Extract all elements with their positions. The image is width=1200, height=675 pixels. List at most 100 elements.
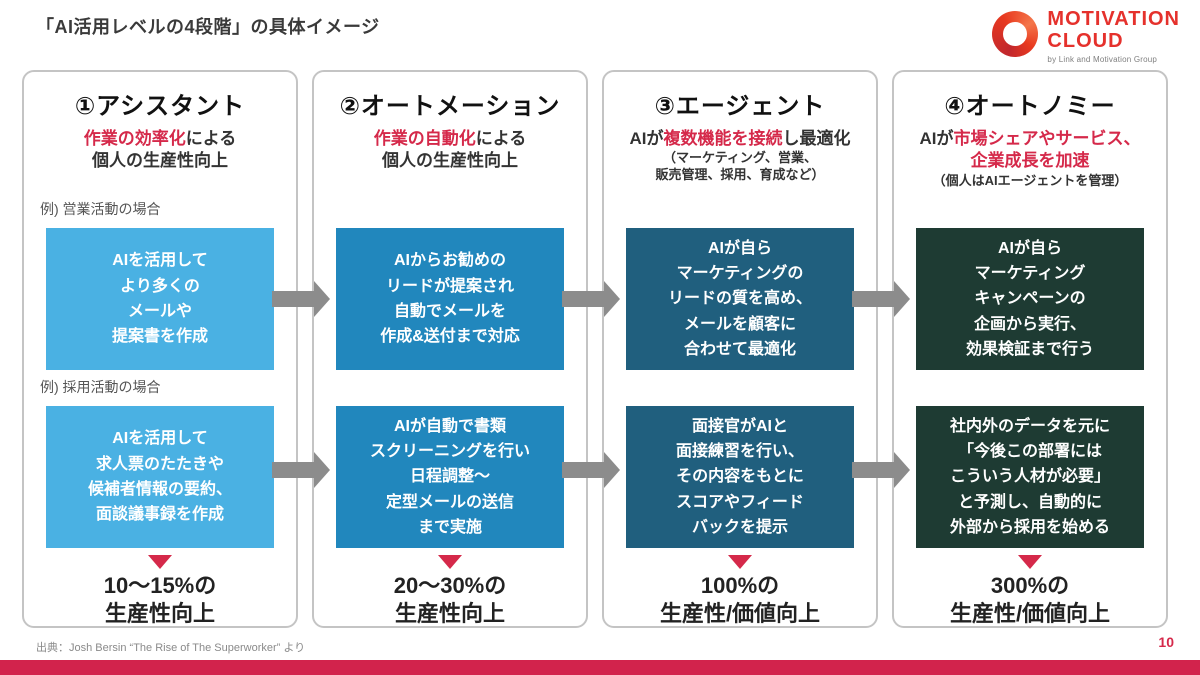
use-case-line: 面談議事録を作成: [95, 506, 224, 524]
page-number: 10: [1158, 634, 1174, 650]
stage-description: 作業の効率化による個人の生産性向上: [24, 128, 296, 173]
use-case-line: 面接官がAIと: [691, 417, 788, 435]
result-line: 生産性向上: [104, 601, 215, 627]
use-case-line: AIからお勧めの: [393, 252, 506, 270]
use-case-line: 「今後この部署には: [957, 443, 1102, 461]
use-case-line: と予測し、自動的に: [957, 493, 1102, 511]
use-case-line: マーケティング: [974, 265, 1086, 283]
stage-description: AIが複数機能を接続し最適化 （マーケティング、営業、販売管理、採用、育成など）: [604, 128, 876, 184]
stage-description-line: AIが市場シェアやサービス、: [919, 129, 1141, 148]
use-case-box-bottom: AIが自動で書類スクリーニングを行い日程調整〜定型メールの送信まで実施: [336, 406, 564, 548]
use-case-line: マーケティングの: [676, 265, 804, 283]
stage-description-line: 作業の自動化による: [373, 129, 527, 148]
use-case-box-bottom: AIを活用して求人票のたたきや候補者情報の要約、面談議事録を作成: [46, 406, 274, 548]
stage-description-subline: （マーケティング、営業、: [662, 150, 818, 166]
use-case-line: リードの質を高め、: [667, 290, 812, 308]
result-text: 300%の生産性/価値向上: [894, 572, 1166, 628]
stage-columns: ①アシスタント 作業の効率化による個人の生産性向上 例) 営業活動の場合 AIを…: [22, 70, 1168, 628]
use-case-line: メールを顧客に: [683, 315, 796, 333]
example-label-bottom: 例) 採用活動の場合: [40, 379, 161, 395]
use-case-line: 定型メールの送信: [385, 493, 514, 511]
logo-name-line2: CLOUD: [1047, 29, 1124, 52]
down-triangle-icon: [148, 555, 172, 569]
use-case-line: AIを活用して: [112, 252, 208, 270]
logo-name-line1: MOTIVATION: [1047, 8, 1180, 30]
use-case-line: リードが提案され: [385, 277, 514, 295]
use-case-line: 外部から採用を始める: [949, 518, 1110, 536]
use-case-line: 企画から実行、: [973, 315, 1086, 333]
stage-column: ④オートノミー AIが市場シェアやサービス、企業成長を加速（個人はAIエージェン…: [892, 70, 1168, 628]
result-line: 100%の: [700, 573, 780, 598]
use-case-line: AIが自ら: [707, 239, 772, 257]
stage-header: ③エージェント: [654, 93, 826, 120]
stage-column: ②オートメーション 作業の自動化による個人の生産性向上 AIからお勧めのリードが…: [312, 70, 588, 628]
bottom-accent-bar: [0, 660, 1200, 675]
use-case-line: 日程調整〜: [409, 468, 490, 486]
use-case-line: スクリーニングを行い: [369, 443, 530, 461]
use-case-line: AIを活用して: [112, 430, 208, 448]
use-case-line: スコアやフィード: [676, 493, 804, 511]
use-case-line: 候補者情報の要約、: [87, 481, 232, 498]
use-case-line: 提案書を作成: [111, 328, 208, 346]
use-case-line: バックを提示: [691, 518, 788, 536]
stage-column: ③エージェント AIが複数機能を接続し最適化 （マーケティング、営業、販売管理、採…: [602, 70, 878, 628]
right-arrow-icon: [562, 452, 620, 488]
result-text: 10〜15%の生産性向上: [24, 572, 296, 628]
use-case-box-bottom: 面接官がAIと面接練習を行い、その内容をもとにスコアやフィードバックを提示: [626, 406, 854, 548]
logo-text: MOTIVATION CLOUD by Link and Motivation …: [1047, 8, 1180, 65]
result-line: 生産性向上: [394, 601, 505, 627]
result-line: 生産性/価値向上: [949, 601, 1111, 627]
stage-header: ①アシスタント: [74, 93, 246, 120]
use-case-box-top: AIからお勧めのリードが提案され自動でメールを作成&送付まで対応: [336, 228, 564, 370]
use-case-line: 自動でメールを: [393, 303, 506, 320]
use-case-line: まで実施: [417, 518, 482, 536]
stage-description-line: 個人の生産性向上: [382, 151, 518, 171]
use-case-line: 社内外のデータを元に: [949, 417, 1110, 435]
use-case-box-bottom: 社内外のデータを元に「今後この部署にはこういう人材が必要」と予測し、自動的に外部…: [916, 406, 1144, 548]
use-case-line: 効果検証まで行う: [965, 340, 1094, 358]
use-case-line: 作成&送付まで対応: [380, 328, 520, 346]
right-arrow-icon: [562, 281, 620, 317]
right-arrow-icon: [272, 452, 330, 488]
right-arrow-icon: [272, 281, 330, 317]
use-case-line: こういう人材が必要」: [949, 468, 1110, 486]
use-case-line: キャンペーンの: [974, 290, 1086, 308]
motivation-cloud-ring-icon: [992, 11, 1039, 57]
stage-description-line: AIが複数機能を接続し最適化: [629, 129, 851, 148]
use-case-line: メールや: [127, 303, 192, 320]
use-case-line: 面接練習を行い、: [675, 443, 804, 461]
result-text: 100%の生産性/価値向上: [604, 572, 876, 628]
use-case-line: 求人票のたたきや: [95, 455, 224, 473]
right-arrow-icon: [852, 281, 910, 317]
result-line: 生産性/価値向上: [659, 601, 821, 627]
down-triangle-icon: [438, 555, 462, 569]
use-case-line: 合わせて最適化: [683, 340, 796, 358]
down-triangle-icon: [1018, 555, 1042, 569]
result-line: 300%の: [990, 573, 1070, 598]
result-line: 20〜30%の: [393, 573, 507, 598]
use-case-box-top: AIを活用してより多くのメールや提案書を作成: [46, 228, 274, 370]
use-case-line: より多くの: [120, 277, 200, 295]
down-triangle-icon: [728, 555, 752, 569]
use-case-box-top: AIが自らマーケティングキャンペーンの企画から実行、効果検証まで行う: [916, 228, 1144, 370]
source-citation: 出典：Josh Bersin “The Rise of The Superwor…: [36, 642, 306, 654]
use-case-line: AIが自ら: [997, 239, 1062, 257]
use-case-box-top: AIが自らマーケティングのリードの質を高め、メールを顧客に合わせて最適化: [626, 228, 854, 370]
motivation-cloud-logo: MOTIVATION CLOUD by Link and Motivation …: [992, 8, 1180, 65]
stage-description: AIが市場シェアやサービス、企業成長を加速（個人はAIエージェントを管理）: [894, 128, 1166, 190]
stage-description-line: 個人の生産性向上: [92, 151, 228, 171]
logo-byline: by Link and Motivation Group: [1047, 55, 1158, 65]
result-line: 10〜15%の: [103, 573, 217, 598]
use-case-line: その内容をもとに: [676, 468, 804, 486]
stage-column: ①アシスタント 作業の効率化による個人の生産性向上 例) 営業活動の場合 AIを…: [22, 70, 298, 628]
stage-description-subline: 販売管理、採用、育成など）: [655, 167, 825, 183]
example-label-top: 例) 営業活動の場合: [40, 201, 161, 217]
stage-header: ②オートメーション: [339, 93, 561, 120]
result-text: 20〜30%の生産性向上: [314, 572, 586, 628]
stage-description-line: 作業の効率化による: [83, 129, 237, 148]
right-arrow-icon: [852, 452, 910, 488]
stage-description: 作業の自動化による個人の生産性向上: [314, 128, 586, 173]
use-case-line: AIが自動で書類: [393, 417, 506, 435]
page-title: 「AI活用レベルの4段階」の具体イメージ: [36, 17, 380, 37]
stage-description-line: 企業成長を加速: [970, 151, 1090, 171]
